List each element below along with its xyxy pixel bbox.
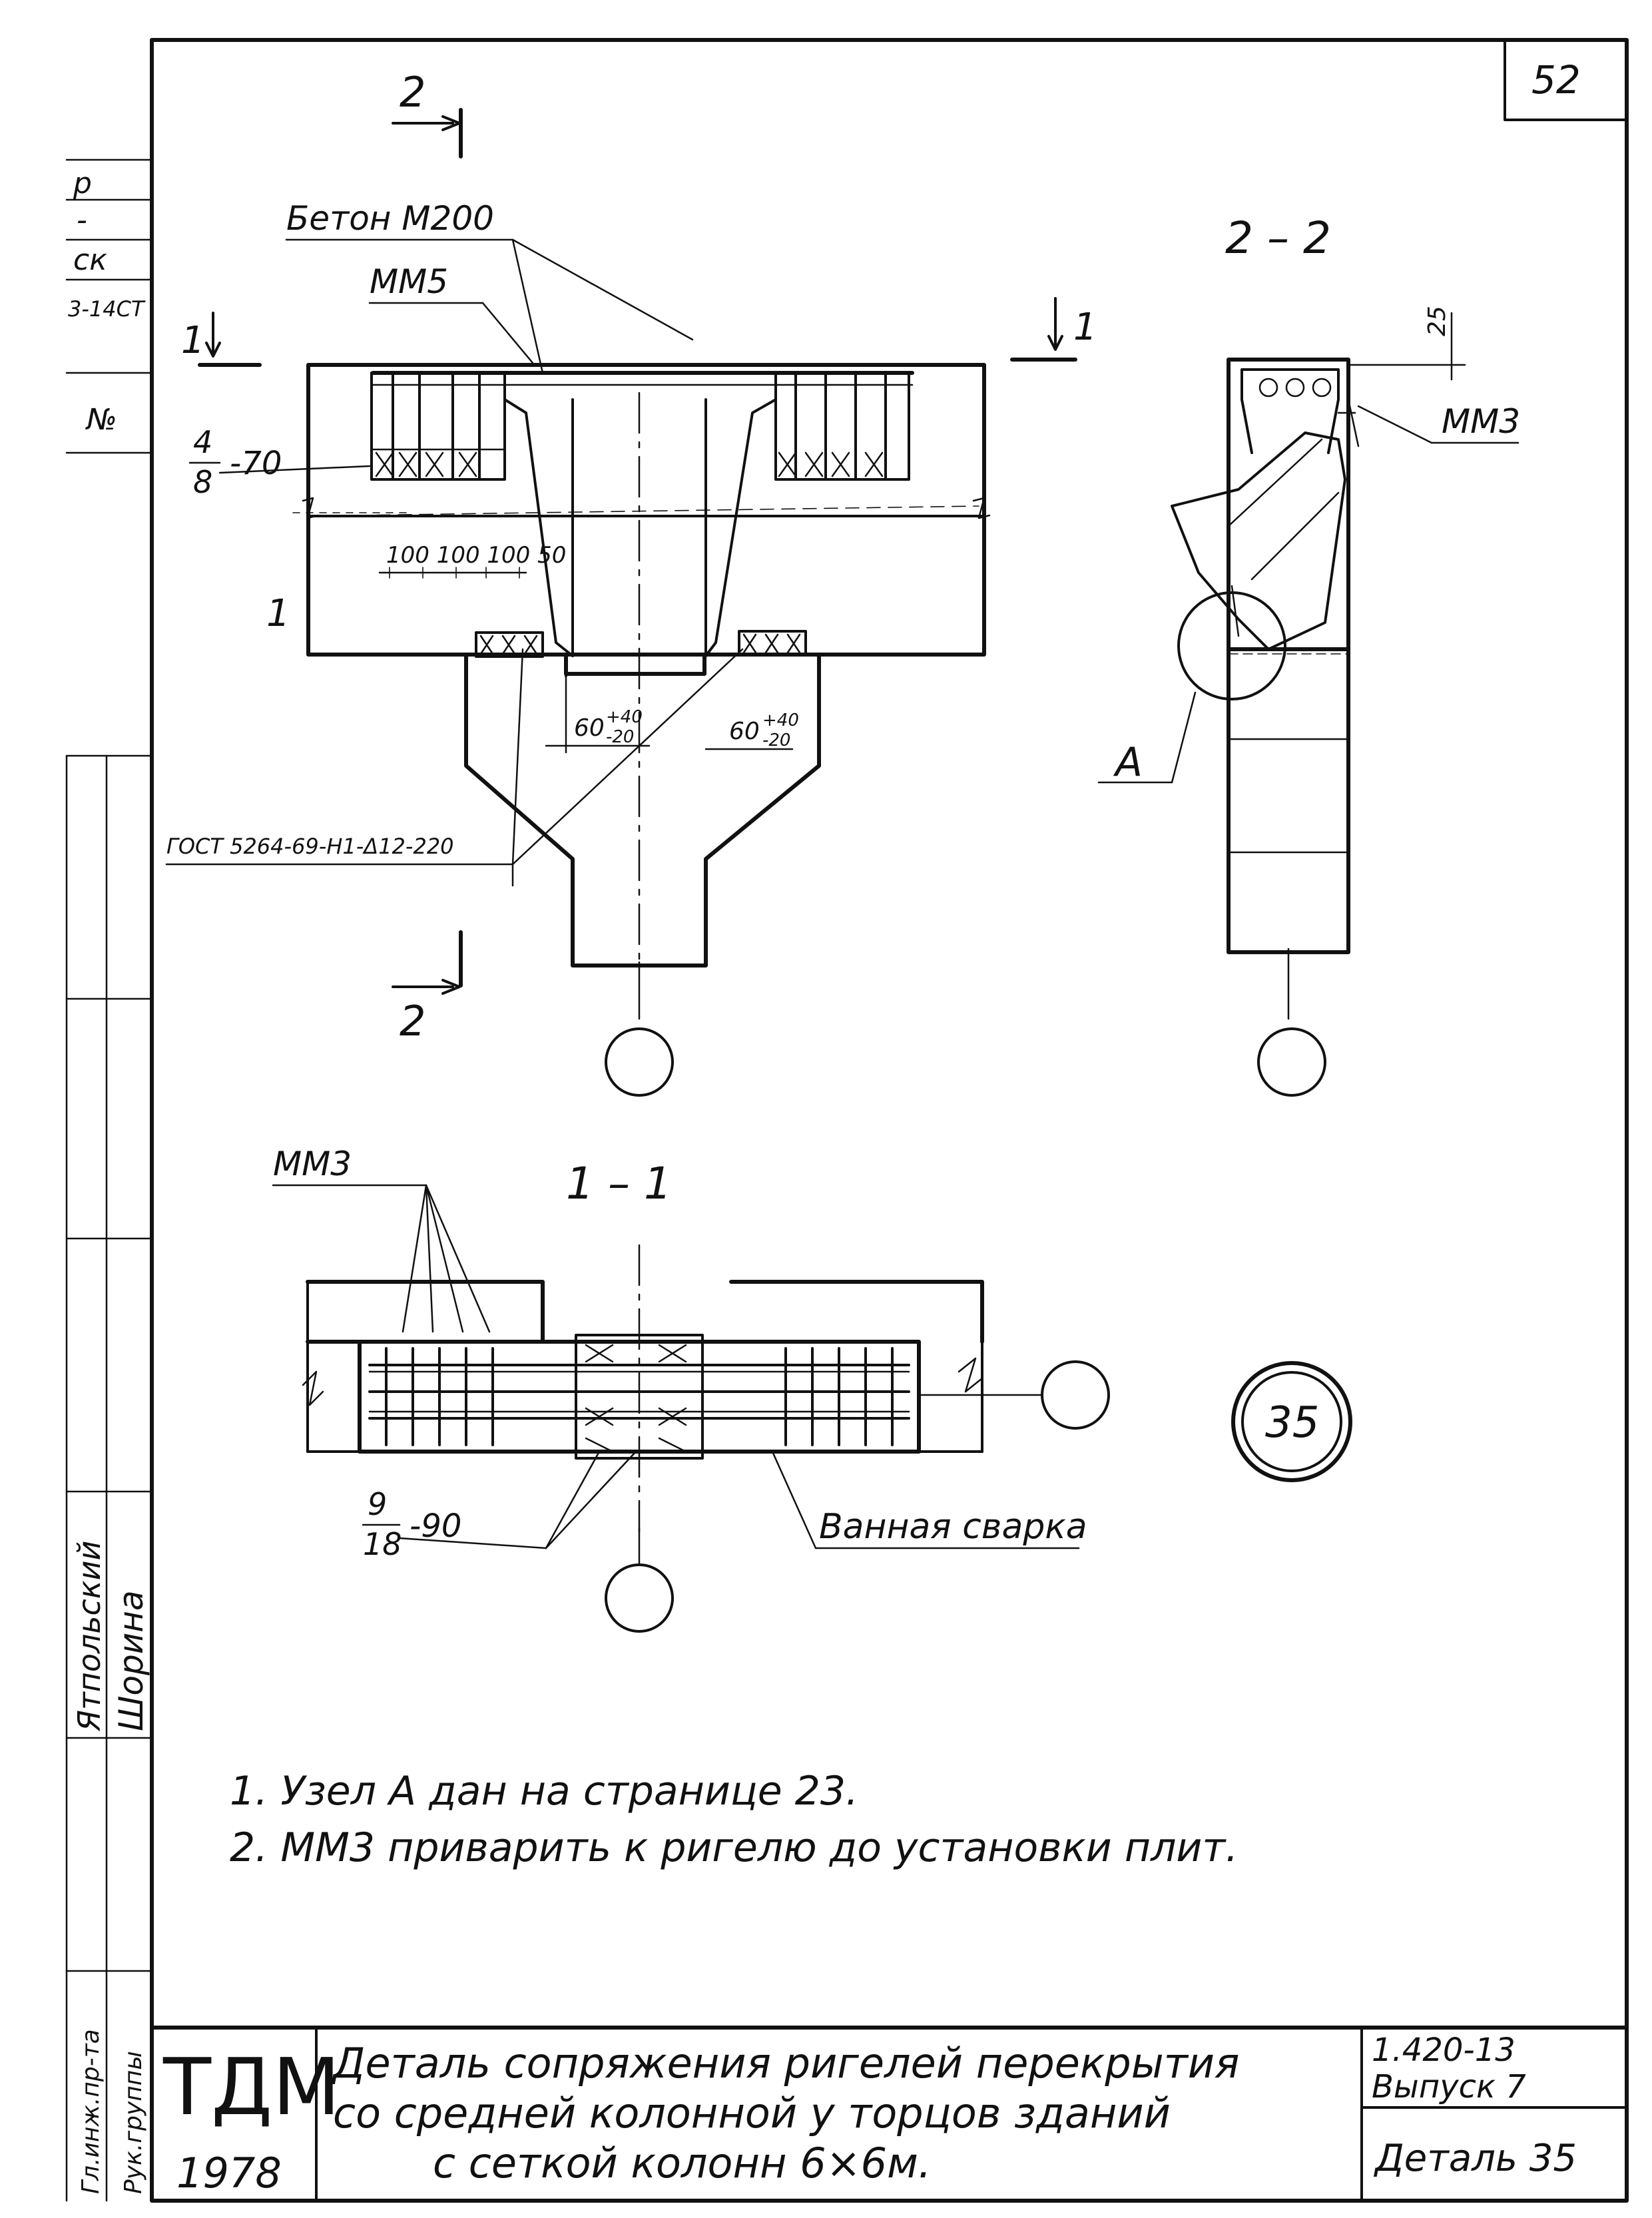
left-margin-stamp: р - ск 3-14СТ № Ятпольский Шорина Гл.инж… (65, 158, 153, 2202)
rebar-mark: 1 (266, 592, 290, 635)
section-1-1-view: 1 – 1 ММ3 9 (272, 1145, 1110, 1633)
margin-fragment: 3-14СТ (68, 296, 146, 322)
rebar-cage-left (370, 372, 506, 481)
note-1: 1. Узел А дан на странице 23. (230, 1768, 858, 1814)
rebar-cage-right (774, 372, 910, 481)
sheet-title-line-3: с сеткой колонн 6×6м. (433, 2139, 932, 2187)
concrete-label: Бетон М200 (286, 199, 494, 238)
sheet-title-line-1: Деталь сопряжения ригелей перекрытия (331, 2039, 1239, 2087)
node-a-circle (1177, 591, 1286, 700)
mm3-label-right: ММ3 (1442, 402, 1520, 441)
fraction-9-denominator: 18 (363, 1526, 402, 1562)
axis-bubble-section-1-1-right (1041, 1360, 1110, 1430)
margin-fragment: - (77, 203, 87, 237)
section-mark-2-bottom: 2 (400, 997, 425, 1045)
axis-bubble-elevation (605, 1027, 674, 1097)
dimension-25: 25 (1424, 306, 1451, 336)
page-number: 52 (1531, 57, 1581, 103)
tolerance-left-sub: -20 (606, 727, 634, 747)
note-2: 2. ММ3 приварить к ригелю до установки п… (230, 1824, 1238, 1871)
detail-name: Деталь 35 (1373, 2137, 1577, 2180)
issue-number: Выпуск 7 (1372, 2068, 1526, 2105)
section-2-2-view: 2 – 2 А 25 ММ3 (1097, 212, 1520, 1097)
section-1-1-title: 1 – 1 (566, 1158, 672, 1209)
fraction-9-numerator: 9 (368, 1486, 387, 1522)
gost-weld-label: ГОСТ 5264-69-Н1-Δ12-220 (166, 834, 454, 859)
role-group-head: Рук.группы (120, 2051, 147, 2194)
margin-fragment: № (85, 403, 117, 437)
sheet-frame (150, 38, 1629, 2203)
checker-name: Шорина (112, 1590, 150, 1731)
section-mark-2-top: 2 (400, 68, 425, 117)
dimension-chain: 100 100 100 50 (386, 542, 566, 569)
detail-badge-number: 35 (1265, 1398, 1319, 1448)
section-mark-1-left: 1 (181, 319, 205, 362)
tolerance-left-main: 60 (574, 714, 605, 742)
bath-weld-label: Ванная сварка (819, 1507, 1087, 1547)
role-chief-engineer: Гл.инж.пр-та (77, 2029, 105, 2194)
fraction-4-denominator: 8 (193, 464, 212, 500)
year: 1978 (176, 2149, 282, 2197)
fraction-4-value: -70 (230, 445, 282, 482)
org-logo: ТДМ (162, 2041, 340, 2133)
axis-bubble-section-1-1-bottom (605, 1563, 674, 1633)
tolerance-right-main: 60 (729, 718, 760, 745)
margin-fragment: р (73, 166, 92, 200)
fraction-4-numerator: 4 (193, 424, 212, 460)
elevation-view: 2 1 1 (165, 68, 1097, 1097)
sheet-title-line-2: со средней колонной у торцов зданий (333, 2089, 1171, 2137)
series-code: 1.420-13 (1372, 2032, 1515, 2069)
mm3-label-bottom: ММ3 (273, 1145, 352, 1183)
tolerance-right-sup: +40 (762, 710, 799, 730)
designer-name: Ятпольский (71, 1541, 107, 1732)
margin-fragment: ск (73, 243, 107, 277)
section-mark-1-right: 1 (1073, 306, 1097, 349)
mm5-label: ММ5 (370, 262, 448, 301)
tolerance-right-sub: -20 (762, 730, 790, 750)
axis-bubble-section-2-2 (1257, 1027, 1326, 1097)
node-a-label: А (1113, 739, 1143, 786)
tolerance-left-sup: +40 (606, 707, 643, 727)
detail-badge: 35 (1231, 1361, 1352, 1482)
section-2-2-title: 2 – 2 (1225, 212, 1331, 264)
